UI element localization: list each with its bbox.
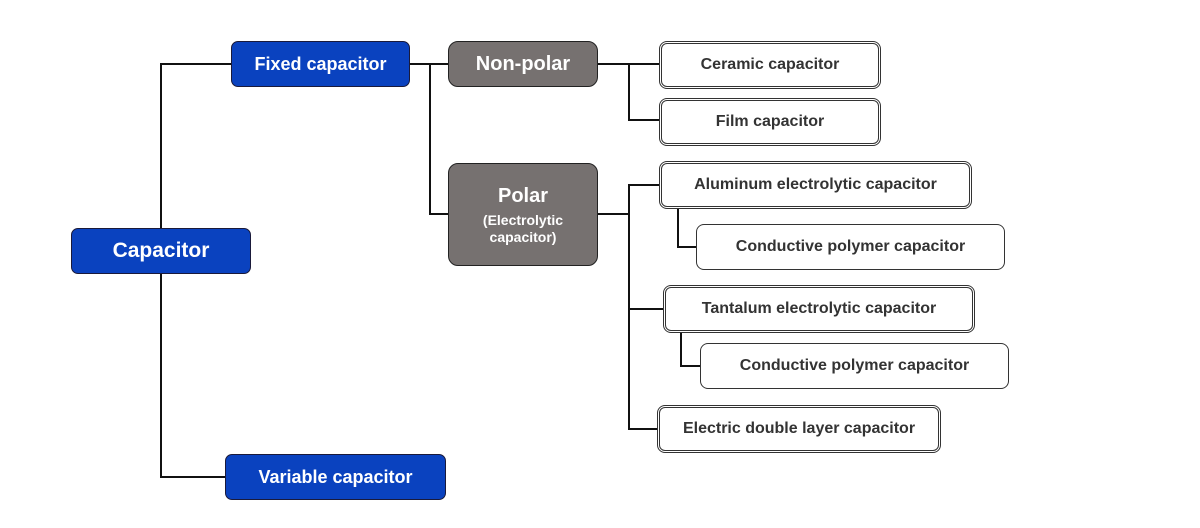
node-ceramic-label: Ceramic capacitor bbox=[700, 56, 840, 73]
node-polar-sub1: (Electrolytic bbox=[482, 211, 564, 228]
connector-fixed-vertical bbox=[429, 63, 431, 215]
node-conductive-polymer-tantalum-label: Conductive polymer capacitor bbox=[739, 357, 970, 374]
node-variable-capacitor-label: Variable capacitor bbox=[258, 466, 413, 487]
node-capacitor: Capacitor bbox=[71, 228, 251, 274]
connector-to-fixed bbox=[160, 63, 232, 65]
node-fixed-capacitor-label: Fixed capacitor bbox=[254, 53, 387, 74]
node-electric-double-layer-label: Electric double layer capacitor bbox=[682, 420, 916, 437]
connector-polar-vertical bbox=[628, 184, 630, 430]
connector-aluminum-vertical bbox=[677, 208, 679, 248]
node-aluminum-electrolytic: Aluminum electrolytic capacitor bbox=[659, 161, 972, 209]
node-conductive-polymer-aluminum: Conductive polymer capacitor bbox=[696, 224, 1005, 270]
node-film-capacitor: Film capacitor bbox=[659, 98, 881, 146]
connector-to-tantalum-sub bbox=[680, 365, 701, 367]
node-tantalum-label: Tantalum electrolytic capacitor bbox=[701, 300, 937, 317]
node-non-polar: Non-polar bbox=[448, 41, 598, 87]
connector-to-tantalum bbox=[628, 308, 664, 310]
node-polar-label: Polar bbox=[497, 184, 549, 207]
connector-to-film bbox=[628, 119, 660, 121]
node-fixed-capacitor: Fixed capacitor bbox=[231, 41, 410, 87]
node-film-label: Film capacitor bbox=[715, 113, 825, 130]
connector-polar-out bbox=[597, 213, 630, 215]
node-polar: Polar (Electrolytic capacitor) bbox=[448, 163, 598, 266]
node-ceramic-capacitor: Ceramic capacitor bbox=[659, 41, 881, 89]
node-capacitor-label: Capacitor bbox=[112, 239, 210, 262]
node-aluminum-label: Aluminum electrolytic capacitor bbox=[694, 176, 937, 193]
node-conductive-polymer-aluminum-label: Conductive polymer capacitor bbox=[735, 238, 966, 255]
connector-nonpolar-vertical bbox=[628, 63, 630, 121]
connector-to-variable bbox=[160, 476, 226, 478]
node-electric-double-layer: Electric double layer capacitor bbox=[657, 405, 941, 453]
connector-to-edlc bbox=[628, 428, 658, 430]
node-variable-capacitor: Variable capacitor bbox=[225, 454, 446, 500]
node-polar-sub2: capacitor) bbox=[489, 228, 557, 245]
node-conductive-polymer-tantalum: Conductive polymer capacitor bbox=[700, 343, 1009, 389]
connector-to-polar bbox=[429, 213, 449, 215]
connector-to-aluminum bbox=[628, 184, 660, 186]
node-non-polar-label: Non-polar bbox=[475, 52, 571, 75]
connector-tantalum-vertical bbox=[680, 332, 682, 367]
node-tantalum-electrolytic: Tantalum electrolytic capacitor bbox=[663, 285, 975, 333]
connector-to-aluminum-sub bbox=[677, 246, 697, 248]
